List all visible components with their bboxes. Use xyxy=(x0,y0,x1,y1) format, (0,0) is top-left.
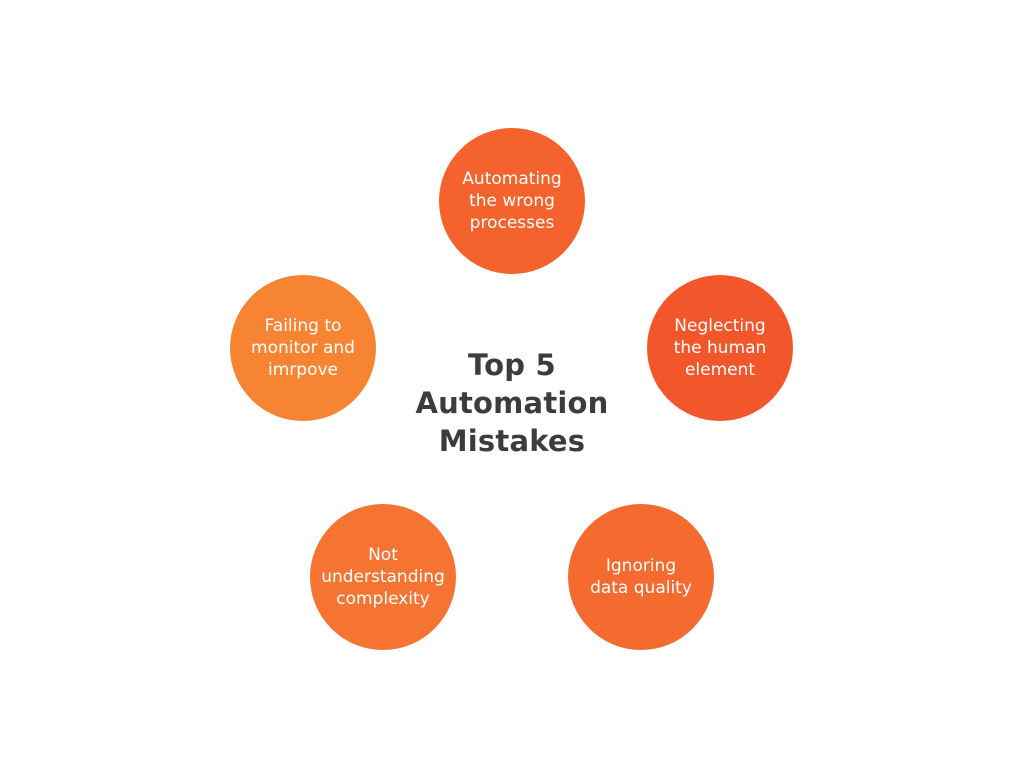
mistake-label-line: understanding xyxy=(321,567,445,587)
mistake-label-line: Ignoring xyxy=(605,556,677,576)
mistake-label-line: imrpove xyxy=(268,360,338,380)
mistake-label: Ignoring data quality xyxy=(590,555,692,599)
mistake-label-line: the human xyxy=(673,338,767,358)
mistake-label-line: Neglecting xyxy=(674,316,766,336)
title-line: Top 5 xyxy=(468,348,556,382)
title-line: Automation xyxy=(415,386,609,420)
title-line: Mistakes xyxy=(438,424,586,458)
mistake-circle-ignoring-data-quality: Ignoring data quality xyxy=(568,504,714,650)
mistake-label-line: complexity xyxy=(336,589,430,609)
mistake-label-line: data quality xyxy=(590,578,692,598)
mistake-label-line: processes xyxy=(469,213,555,233)
mistake-label: Automating the wrong processes xyxy=(462,168,561,234)
mistake-label-line: Failing to xyxy=(264,316,342,336)
mistake-label: Neglecting the human element xyxy=(674,315,767,381)
mistake-label: Not understanding complexity xyxy=(321,544,445,610)
mistake-label-line: Not xyxy=(368,545,398,565)
diagram-title: Top 5 Automation Mistakes xyxy=(392,346,632,460)
mistake-circle-failing-to-monitor: Failing to monitor and imrpove xyxy=(230,275,376,421)
mistake-label-line: Automating xyxy=(462,169,562,189)
mistake-label-line: element xyxy=(684,360,756,380)
mistake-label: Failing to monitor and imrpove xyxy=(251,315,355,381)
mistake-circle-not-understanding-complexity: Not understanding complexity xyxy=(310,504,456,650)
mistake-circle-neglecting-human-element: Neglecting the human element xyxy=(647,275,793,421)
mistake-circle-automating-wrong-processes: Automating the wrong processes xyxy=(439,128,585,274)
mistake-label-line: monitor and xyxy=(251,338,355,358)
mistake-label-line: the wrong xyxy=(469,191,555,211)
